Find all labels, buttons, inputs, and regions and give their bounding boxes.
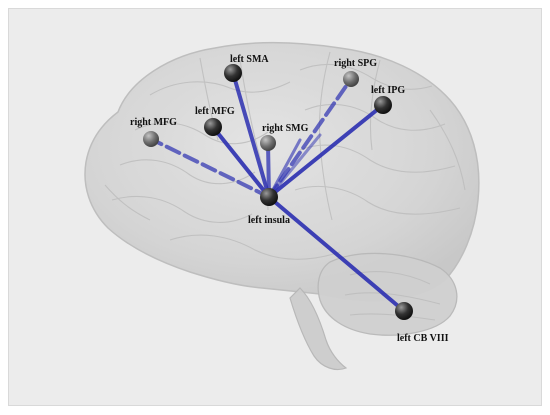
label-right-mfg: right MFG <box>130 117 177 128</box>
edge-insula-left-sma <box>231 71 271 199</box>
label-right-smg: right SMG <box>262 123 309 134</box>
node-left-cb-viii <box>395 302 413 320</box>
label-left-ipg: left IPG <box>371 85 405 96</box>
node-right-smg <box>260 135 276 151</box>
edge-insula-left-ipg <box>267 103 385 199</box>
edge-fan-2 <box>267 133 322 199</box>
nodes <box>143 64 413 320</box>
edge-fan-1 <box>267 138 302 199</box>
edge-insula-right-smg <box>266 141 271 199</box>
label-left-cb-viii: left CB VIII <box>397 333 449 344</box>
labels: left SMA right SPG left IPG left MFG rig… <box>130 54 449 344</box>
label-left-mfg: left MFG <box>195 106 235 117</box>
label-left-sma: left SMA <box>230 54 269 65</box>
node-left-mfg <box>204 118 222 136</box>
label-right-spg: right SPG <box>334 58 377 69</box>
edge-insula-left-cb-viii <box>267 195 406 313</box>
label-left-insula: left insula <box>248 215 290 226</box>
brainstem-outline <box>289 287 348 371</box>
edge-insula-right-mfg <box>149 137 271 199</box>
edge-insula-left-mfg <box>211 125 271 199</box>
node-left-insula <box>260 188 278 206</box>
edge-insula-right-spg <box>267 77 353 199</box>
node-right-mfg <box>143 131 159 147</box>
node-left-ipg <box>374 96 392 114</box>
node-right-spg <box>343 71 359 87</box>
connections <box>149 71 406 313</box>
node-left-sma <box>224 64 242 82</box>
